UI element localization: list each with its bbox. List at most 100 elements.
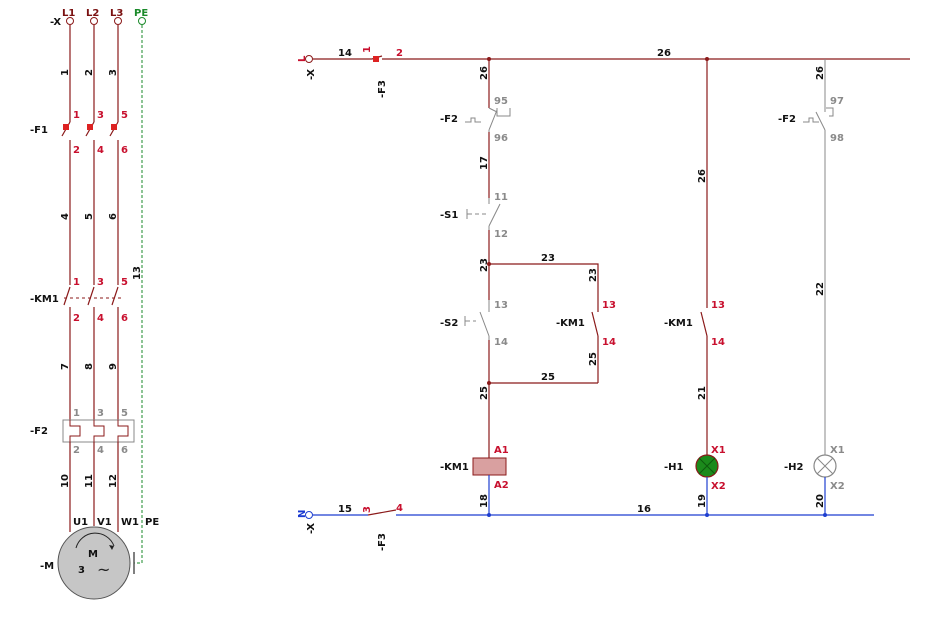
wire-1: 1 (60, 69, 71, 76)
b1-km1-pin-13: 13 (602, 300, 616, 311)
pe-wire (134, 25, 143, 564)
phase-wires-low (69, 307, 119, 420)
f2-pin-96: 96 (494, 133, 508, 144)
ctrl-wire-14: 14 (338, 48, 352, 59)
b1-wire-23-top: 23 (541, 253, 555, 264)
b1-wire-18-label: 18 (479, 494, 490, 508)
ol-pin-5: 5 (121, 408, 128, 419)
ol-pin-6: 6 (121, 445, 128, 456)
b3-f2-no-contact (803, 107, 834, 134)
ctrl-wire-16: 16 (637, 504, 651, 515)
ol-pin-2: 2 (73, 445, 80, 456)
f3-pin-1: 1 (362, 46, 373, 53)
b1-wire-25-right: 25 (588, 352, 599, 366)
ctrl-fuse-top-tag: -F3 (377, 80, 388, 98)
f1-pin-6: 6 (121, 145, 128, 156)
h2-tag: -H2 (784, 462, 804, 473)
ol-pin-4: 4 (97, 445, 104, 456)
wire-6: 6 (108, 213, 119, 220)
f1-pin-4: 4 (97, 145, 104, 156)
fuse-f1-mark-2 (87, 124, 93, 130)
overload-thermal-elements (69, 420, 129, 442)
wire-5: 5 (84, 213, 95, 220)
wire-13: 13 (132, 266, 143, 280)
f3-pin-3: 3 (362, 506, 373, 513)
motor-term-v1: V1 (97, 517, 112, 528)
f3-pin-4: 4 (396, 503, 403, 514)
terminal-tag: -X (50, 17, 61, 28)
km1-main-contacts (63, 286, 119, 306)
ctrl-bot-terminal-num: N (297, 510, 308, 518)
wire-2: 2 (84, 69, 95, 76)
b1-f2-nc-contact (465, 107, 498, 132)
h1-tag: -H1 (664, 462, 684, 473)
branch-2: 26 -KM1 13 14 21 -H1 X1 X2 19 (664, 59, 726, 515)
control-circuit: -X L 14 1 2 -F3 26 -X N 15 3 4 -F3 16 26… (297, 46, 910, 551)
h1-pin-x2: X2 (711, 481, 726, 492)
s1-pin-11: 11 (494, 192, 508, 203)
motor-term-pe: PE (145, 517, 159, 528)
coil-tag: -KM1 (440, 462, 469, 473)
fuse-f1-mark-1 (63, 124, 69, 130)
km1-pin-2: 2 (73, 313, 80, 324)
b2-km1-no-contact (700, 311, 708, 456)
phase-l2-label: L2 (86, 8, 99, 19)
ctrl-top-terminal-tag: -X (306, 69, 317, 80)
wire-12: 12 (108, 474, 119, 488)
ctrl-fuse-bot (367, 509, 397, 516)
motor-term-u1: U1 (73, 517, 88, 528)
ol-f2-tag: -F2 (30, 426, 48, 437)
s2-pin-13: 13 (494, 300, 508, 311)
coil-pin-a2: A2 (494, 480, 509, 491)
terminal-l2 (90, 17, 98, 25)
junction-25 (487, 381, 491, 385)
ctrl-wire-26-bus: 26 (657, 48, 671, 59)
wire-3: 3 (108, 69, 119, 76)
b2-wire-19-label: 19 (697, 494, 708, 508)
wire-10: 10 (60, 474, 71, 488)
b2-km1-pin-14: 14 (711, 337, 725, 348)
wire-11: 11 (84, 474, 95, 488)
b1-f2-thermal-link (496, 108, 511, 117)
h2-lamp-cross (816, 457, 834, 475)
power-circuit: -X L1 L2 L3 PE 1 2 3 -F1 1 3 5 2 4 6 4 5… (30, 8, 159, 600)
motor-rotation-arrow (109, 545, 114, 550)
b3-wire-22-label: 22 (815, 282, 826, 296)
ctrl-fuse-top-mark (373, 56, 379, 62)
b2-km1-pin-13: 13 (711, 300, 725, 311)
s2-no-pushbutton (464, 300, 490, 340)
km1-pin-3: 3 (97, 277, 104, 288)
fuse-f1-tag: -F1 (30, 125, 48, 136)
h1-pin-x1: X1 (711, 445, 726, 456)
s1-nc-pushbutton (466, 198, 501, 230)
terminal-l1 (66, 17, 74, 25)
ctrl-terminal-n (305, 511, 313, 519)
phase-l3-label: L3 (110, 8, 123, 19)
motor-body (57, 526, 131, 600)
f1-pin-5: 5 (121, 110, 128, 121)
b1-wire-23-right: 23 (588, 268, 599, 282)
h2-pin-x2: X2 (830, 481, 845, 492)
b2-wire-21: 21 (697, 386, 708, 400)
ol-pin-3: 3 (97, 408, 104, 419)
overload-relay-box (62, 419, 135, 443)
b1-wire-23-bridge (489, 263, 599, 300)
km1-pin-4: 4 (97, 313, 104, 324)
f2-pin-95: 95 (494, 96, 508, 107)
h1-lamp-cross (698, 457, 716, 475)
b1-wire-23-label: 23 (479, 258, 490, 272)
h2-pin-x1: X1 (830, 445, 845, 456)
km1-power-tag: -KM1 (30, 294, 59, 305)
wire-7: 7 (60, 363, 71, 370)
ol-pin-1: 1 (73, 408, 80, 419)
km1-pin-1: 1 (73, 277, 80, 288)
ctrl-top-terminal-num: L (297, 55, 308, 62)
s1-tag: -S1 (440, 210, 458, 221)
b1-wire-26: 26 (479, 66, 490, 80)
phase-pe-label: PE (134, 8, 148, 19)
coil-pin-a1: A1 (494, 445, 509, 456)
branch-3: 26 -F2 97 98 22 -H2 X1 X2 20 (778, 59, 845, 515)
motor-phase-count: 3 (78, 565, 85, 576)
km1-pin-6: 6 (121, 313, 128, 324)
ctrl-fuse-bot-tag: -F3 (377, 533, 388, 551)
